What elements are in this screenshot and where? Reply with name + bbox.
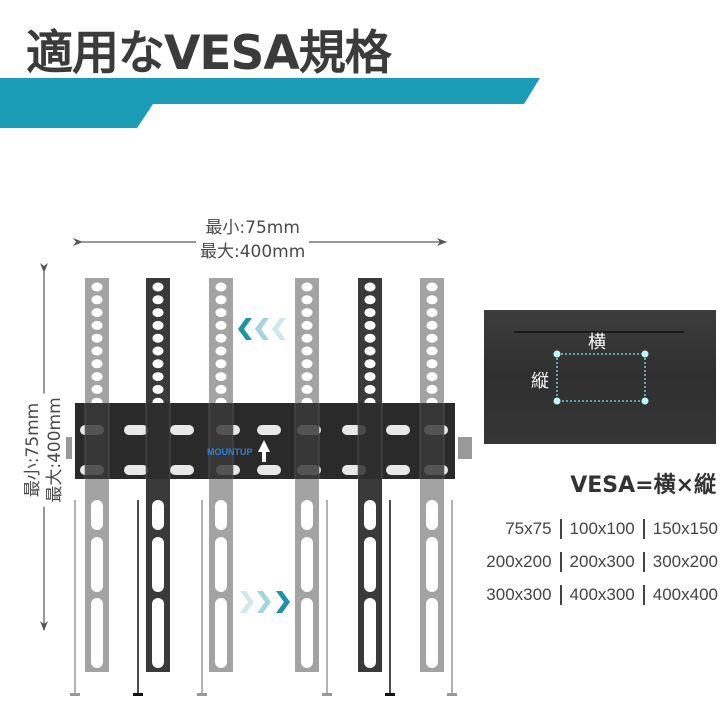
vesa-illustration: 横 縦 <box>484 310 716 444</box>
bracket-arm-dark <box>133 278 170 696</box>
vesa-size: 75x75 <box>505 518 552 538</box>
vesa-size: 200x300 <box>569 551 635 571</box>
vesa-vertical-label: 縦 <box>531 371 549 392</box>
bracket-arm-light <box>295 278 332 696</box>
vesa-size: 200x200 <box>486 551 552 571</box>
vertical-dimension-label: 最小:75mm 最大:400mm <box>22 393 66 507</box>
chevron-right-icon <box>276 591 290 613</box>
horizontal-dimension-label: 最小:75mm 最大:400mm <box>196 216 310 264</box>
vesa-size: 300x300 <box>486 584 552 604</box>
vesa-size-row: 75x75 100x100 150x150 <box>478 512 718 545</box>
chevron-right-icon <box>257 591 271 613</box>
divider <box>559 584 562 605</box>
divider <box>642 551 645 572</box>
bracket-arm-light <box>420 278 457 696</box>
vesa-size-table: 75x75 100x100 150x150 200x200 200x300 300x200… <box>478 512 718 611</box>
right-knob <box>458 437 472 459</box>
divider <box>559 551 562 572</box>
vertical-min-label: 最小:75mm <box>23 402 43 498</box>
brand-logo: MOUNTUP <box>207 447 253 457</box>
vesa-size: 400x400 <box>652 584 718 604</box>
vesa-size: 100x100 <box>569 518 635 538</box>
horizontal-max-label: 最大:400mm <box>200 242 306 262</box>
horizontal-min-label: 最小:75mm <box>205 218 300 238</box>
chevron-left-icon <box>272 318 286 340</box>
vesa-size: 300x200 <box>652 551 718 571</box>
divider <box>559 518 562 539</box>
bracket-arm-light <box>197 278 233 696</box>
divider <box>642 584 645 605</box>
chevron-right-icon <box>240 591 254 613</box>
vesa-hole-pattern <box>556 353 646 402</box>
divider <box>642 518 645 539</box>
arrow-up-icon <box>258 440 270 462</box>
accent-banner <box>0 78 540 128</box>
bracket-arm-light <box>70 278 109 696</box>
vesa-size: 400x300 <box>569 584 635 604</box>
bracket-arm-dark <box>358 278 395 696</box>
vesa-formula: VESA=横×縦 <box>570 473 716 498</box>
vesa-size-row: 300x300 400x300 400x400 <box>478 578 718 611</box>
page-title: 適用なVESA規格 <box>26 26 392 81</box>
vesa-size: 150x150 <box>652 518 718 538</box>
vesa-size-row: 200x200 200x300 300x200 <box>478 545 718 578</box>
chevron-left-icon <box>255 318 269 340</box>
wall-plate: MOUNTUP <box>58 403 472 479</box>
vertical-max-label: 最大:400mm <box>45 397 65 503</box>
chevron-left-icon <box>238 318 252 340</box>
vesa-horizontal-label: 横 <box>588 332 606 353</box>
